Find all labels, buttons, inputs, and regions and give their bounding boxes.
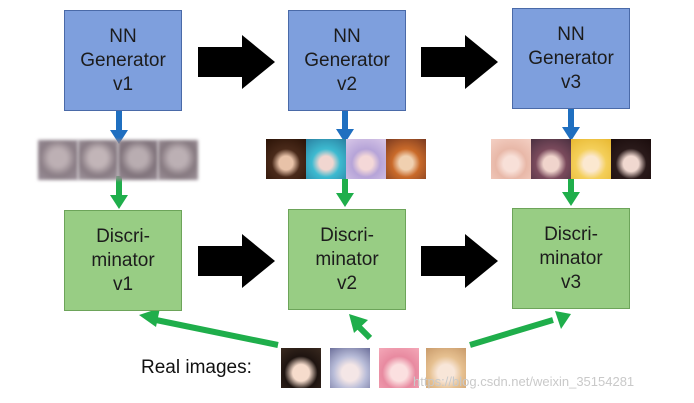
sample-v3-image bbox=[531, 139, 571, 179]
gen-to-samples-arrow-3 bbox=[562, 109, 580, 141]
progress-arrow-disc-2-3 bbox=[421, 234, 498, 288]
sample-v2-image bbox=[306, 139, 346, 179]
generator-v1-label: NN Generator v1 bbox=[80, 25, 166, 95]
progress-arrow-gen-2-3 bbox=[421, 35, 498, 89]
samples-to-disc-arrow-2 bbox=[336, 176, 354, 207]
real-image-1 bbox=[281, 348, 321, 388]
sample-v1-image bbox=[78, 140, 118, 180]
real-to-disc-v2-arrow bbox=[349, 314, 373, 341]
real-image-4 bbox=[426, 348, 466, 388]
sample-v1-image bbox=[38, 140, 78, 180]
discriminator-v1-label: Discri- minator v1 bbox=[91, 225, 155, 295]
gen-to-samples-arrow-1 bbox=[110, 111, 128, 144]
discriminator-v3-label: Discri- minator v3 bbox=[539, 223, 603, 293]
samples-to-disc-arrow-3 bbox=[562, 176, 580, 206]
real-to-disc-v1-arrow bbox=[139, 308, 279, 348]
samples-to-disc-arrow-1 bbox=[110, 176, 128, 209]
sample-v2-image bbox=[266, 139, 306, 179]
discriminator-v3-box: Discri- minator v3 bbox=[512, 208, 630, 309]
sample-v1-image bbox=[158, 140, 198, 180]
samples-v3-strip bbox=[491, 139, 651, 179]
gen-to-samples-arrow-2 bbox=[336, 111, 354, 143]
real-image-2 bbox=[330, 348, 370, 388]
real-to-disc-v3-arrow bbox=[469, 311, 571, 348]
discriminator-v2-label: Discri- minator v2 bbox=[315, 224, 379, 294]
discriminator-v1-box: Discri- minator v1 bbox=[64, 210, 182, 311]
generator-v3-label: NN Generator v3 bbox=[528, 23, 614, 93]
progress-arrow-gen-1-2 bbox=[198, 35, 275, 89]
sample-v1-image bbox=[118, 140, 158, 180]
watermark-text: https://blog.csdn.net/weixin_35154281 bbox=[413, 374, 635, 389]
sample-v2-image bbox=[386, 139, 426, 179]
real-images-label: Real images: bbox=[141, 357, 252, 378]
discriminator-v2-box: Discri- minator v2 bbox=[288, 209, 406, 310]
progress-arrow-disc-1-2 bbox=[198, 234, 275, 288]
sample-v3-image bbox=[571, 139, 611, 179]
sample-v2-image bbox=[346, 139, 386, 179]
real-image-3 bbox=[379, 348, 419, 388]
generator-v2-box: NN Generator v2 bbox=[288, 10, 406, 111]
samples-v2-strip bbox=[266, 139, 426, 179]
generator-v3-box: NN Generator v3 bbox=[512, 8, 630, 109]
sample-v3-image bbox=[491, 139, 531, 179]
generator-v2-label: NN Generator v2 bbox=[304, 25, 390, 95]
samples-v1-strip bbox=[38, 140, 198, 180]
sample-v3-image bbox=[611, 139, 651, 179]
generator-v1-box: NN Generator v1 bbox=[64, 10, 182, 111]
